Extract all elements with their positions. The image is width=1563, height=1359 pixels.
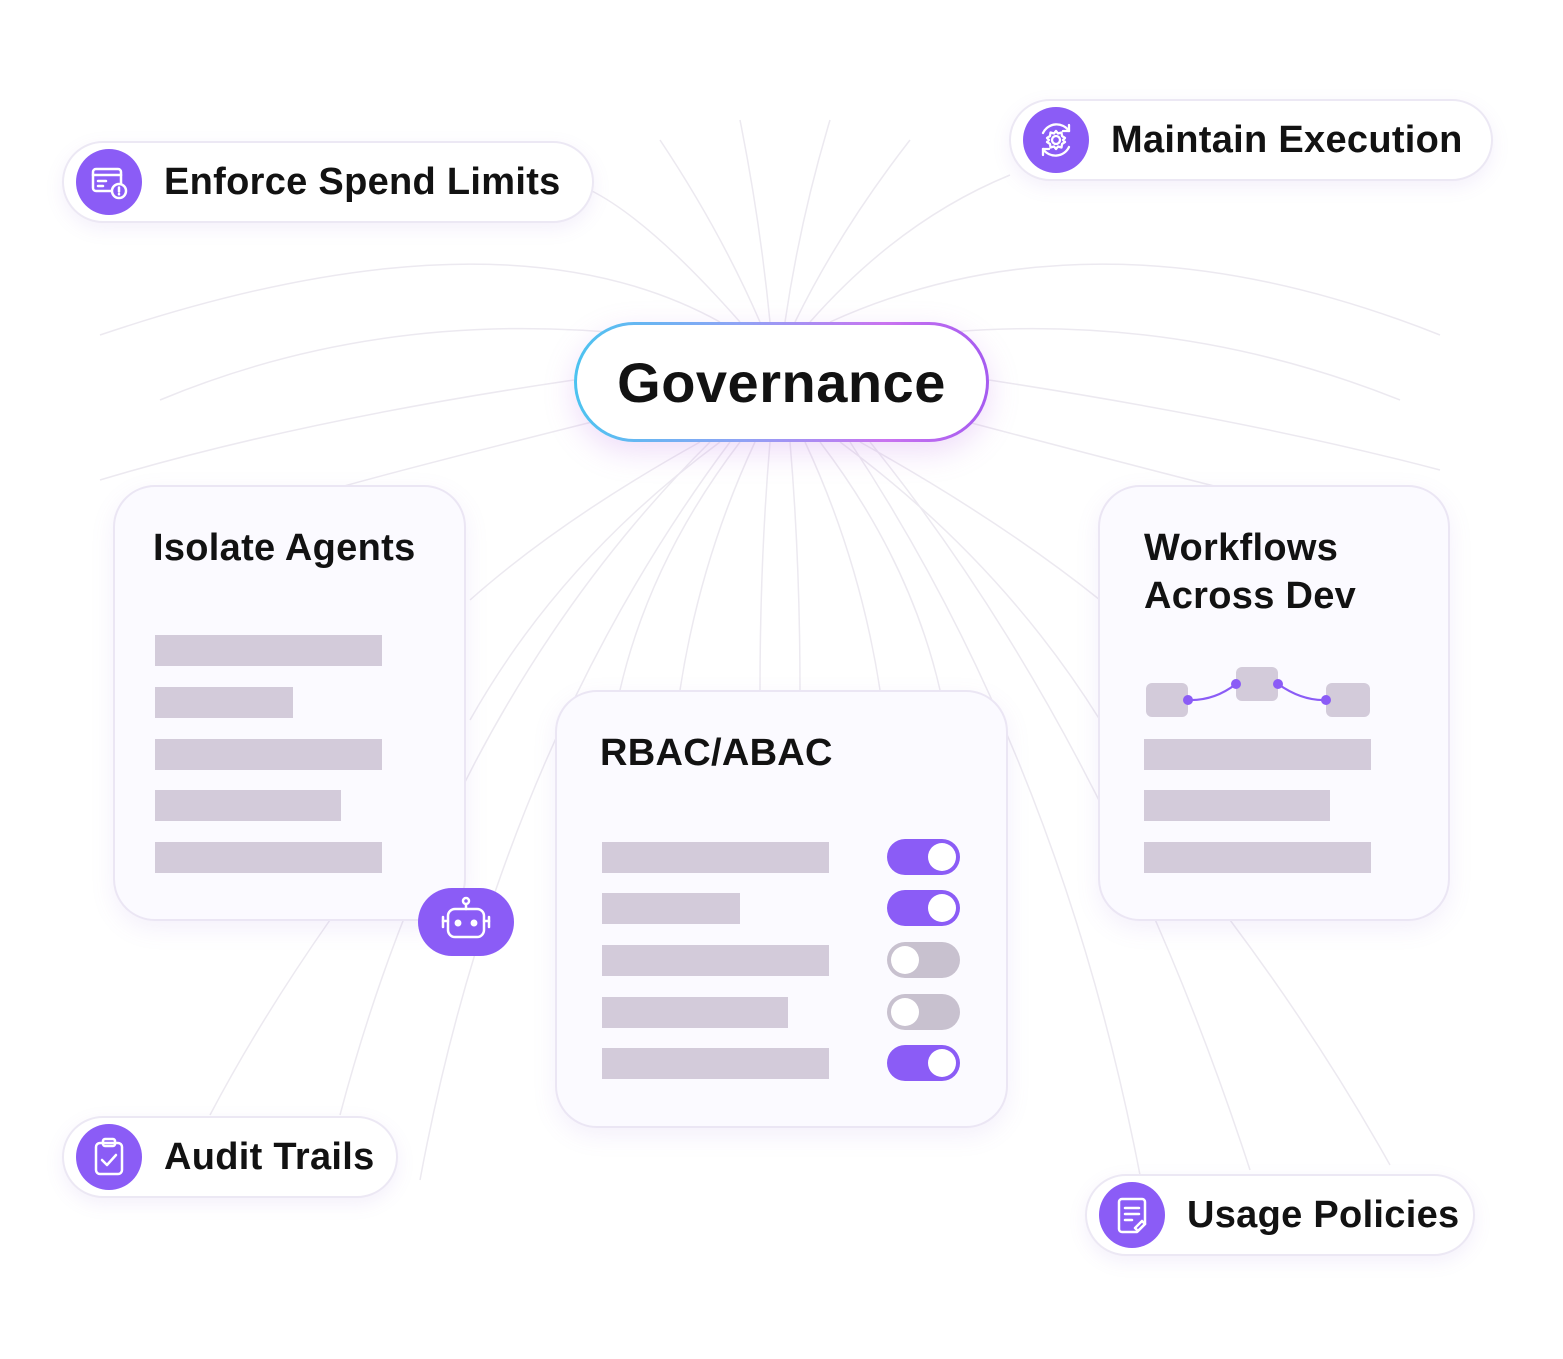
maintain-execution-label: Maintain Execution xyxy=(1111,118,1463,161)
workflow-edge xyxy=(1277,683,1327,702)
connector-line xyxy=(829,263,1441,336)
credit-card-icon xyxy=(76,149,142,215)
workflows-title: Workflows Across Dev xyxy=(1144,524,1356,620)
connector-line xyxy=(99,379,575,481)
permission-row-line xyxy=(602,997,788,1028)
workflows-title-line1: Workflows xyxy=(1144,527,1339,569)
usage-policies-pill[interactable]: Usage Policies xyxy=(1085,1174,1475,1256)
permission-row-line xyxy=(602,842,829,873)
connector-line xyxy=(784,119,831,323)
clipboard-check-icon xyxy=(76,1124,142,1190)
connector-line xyxy=(804,441,881,691)
connector-line xyxy=(819,441,941,691)
permission-row-line xyxy=(602,893,740,924)
enforce-spend-limits-pill[interactable]: Enforce Spend Limits xyxy=(62,141,594,223)
placeholder-line xyxy=(155,687,293,718)
workflow-dot xyxy=(1321,695,1331,705)
placeholder-line xyxy=(1144,790,1330,821)
connector-line xyxy=(988,379,1441,471)
enforce-spend-limits-label: Enforce Spend Limits xyxy=(164,160,561,203)
governance-label: Governance xyxy=(577,325,986,439)
connector-line xyxy=(469,441,701,601)
placeholder-line xyxy=(1144,842,1371,873)
audit-trails-pill[interactable]: Audit Trails xyxy=(62,1116,398,1198)
workflow-node xyxy=(1146,683,1188,717)
connector-line xyxy=(659,139,761,323)
connector-line xyxy=(849,441,1141,1176)
robot-badge[interactable] xyxy=(418,888,514,956)
governance-node[interactable]: Governance xyxy=(574,322,989,442)
toggle-knob xyxy=(891,946,919,974)
usage-policies-label: Usage Policies xyxy=(1187,1193,1460,1236)
workflows-across-dev-card[interactable]: Workflows Across Dev xyxy=(1098,485,1450,921)
connector-line xyxy=(419,441,731,1181)
placeholder-line xyxy=(1144,739,1371,770)
connector-line xyxy=(959,419,1231,491)
workflow-node xyxy=(1236,667,1278,701)
rbac-abac-card[interactable]: RBAC/ABAC xyxy=(555,690,1008,1128)
connector-line xyxy=(759,441,771,691)
placeholder-line xyxy=(155,739,382,770)
connector-line xyxy=(619,441,741,691)
permission-toggle[interactable] xyxy=(887,994,960,1030)
connector-line xyxy=(869,441,1251,1171)
workflows-title-line2: Across Dev xyxy=(1144,575,1357,617)
toggle-knob xyxy=(891,998,919,1026)
workflow-dot xyxy=(1273,679,1283,689)
robot-icon xyxy=(438,895,494,950)
connector-line xyxy=(329,419,601,491)
maintain-execution-pill[interactable]: Maintain Execution xyxy=(1009,99,1493,181)
placeholder-line xyxy=(155,842,382,873)
workflow-dot xyxy=(1183,695,1193,705)
workflow-diagram xyxy=(1146,667,1370,717)
gear-sync-icon xyxy=(1023,107,1089,173)
workflow-node xyxy=(1326,683,1370,717)
connector-line xyxy=(809,174,1011,323)
connector-line xyxy=(839,441,1101,721)
connector-line xyxy=(794,139,911,323)
permission-row-line xyxy=(602,1048,829,1079)
isolate-agents-title: Isolate Agents xyxy=(153,527,416,569)
connector-line xyxy=(1229,919,1391,1166)
permission-row-line xyxy=(602,945,829,976)
connector-line xyxy=(789,441,801,691)
audit-trails-label: Audit Trails xyxy=(164,1135,375,1178)
toggle-knob xyxy=(928,843,956,871)
connector-line xyxy=(209,919,331,1116)
connector-line xyxy=(589,189,741,323)
permission-toggle[interactable] xyxy=(887,1045,960,1081)
connector-line xyxy=(679,441,756,691)
placeholder-line xyxy=(155,635,382,666)
connector-line xyxy=(739,119,771,323)
connector-line xyxy=(859,441,1101,601)
isolate-agents-card[interactable]: Isolate Agents xyxy=(113,485,466,921)
workflow-edge xyxy=(1187,683,1237,702)
toggle-knob xyxy=(928,1049,956,1077)
workflow-dot xyxy=(1231,679,1241,689)
permission-toggle[interactable] xyxy=(887,839,960,875)
document-policy-icon xyxy=(1099,1182,1165,1248)
rbac-abac-title: RBAC/ABAC xyxy=(600,732,833,774)
connector-line xyxy=(99,263,721,336)
toggle-knob xyxy=(928,894,956,922)
placeholder-line xyxy=(155,790,341,821)
permission-toggle[interactable] xyxy=(887,942,960,978)
permission-toggle[interactable] xyxy=(887,890,960,926)
connector-line xyxy=(339,441,711,1116)
